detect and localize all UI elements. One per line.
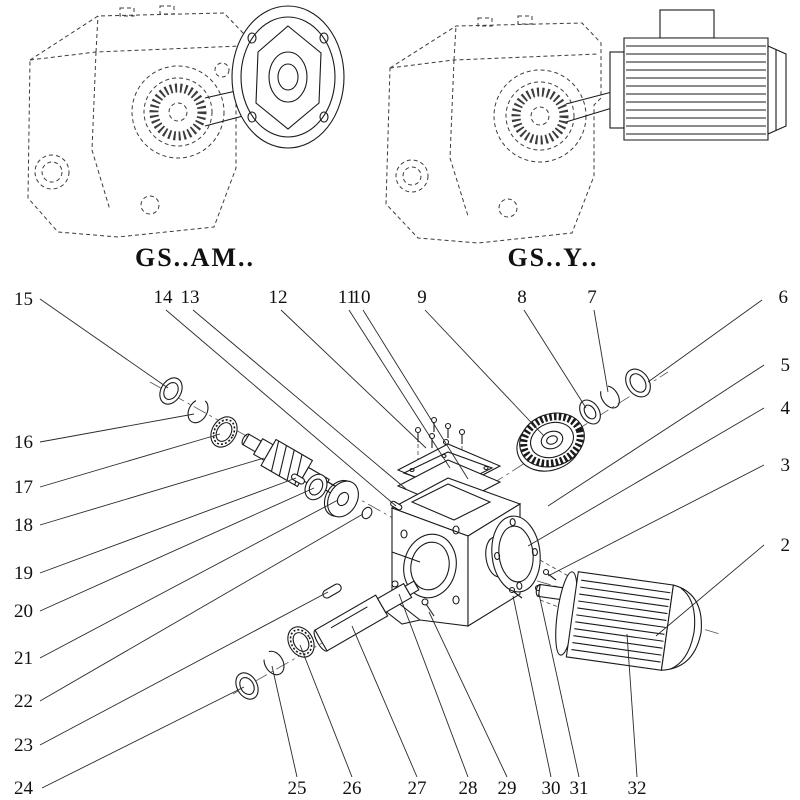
callout-number-2: 2: [781, 535, 791, 556]
leader-line-21: [39, 499, 339, 659]
leader-line-18: [39, 457, 265, 526]
leader-line-30: [512, 595, 552, 778]
output-bearing: [287, 626, 315, 658]
output-flange-ring: [491, 515, 541, 593]
callout-number-18: 18: [14, 515, 33, 536]
callout-number-11: 11: [338, 287, 356, 308]
callout-number-21: 21: [14, 648, 33, 669]
helical-gear: [516, 412, 585, 472]
callout-number-7: 7: [587, 287, 597, 308]
input-key-pin: [290, 473, 306, 485]
callout-number-31: 31: [570, 778, 589, 799]
callout-number-13: 13: [181, 287, 200, 308]
leader-line-22: [39, 513, 364, 702]
callout-number-16: 16: [14, 432, 33, 453]
callout-number-22: 22: [14, 691, 33, 712]
callout-number-28: 28: [459, 778, 478, 799]
leader-line-26: [299, 644, 353, 778]
callout-number-20: 20: [14, 601, 33, 622]
motor-exploded: [535, 571, 702, 671]
leader-line-25: [271, 665, 298, 778]
gsam-output-flange: [204, 5, 345, 149]
callout-number-26: 26: [343, 778, 362, 799]
gear-seal-ring: [625, 368, 651, 398]
leader-line-9: [424, 309, 545, 437]
callout-number-32: 32: [628, 778, 647, 799]
callout-number-12: 12: [269, 287, 288, 308]
leader-line-4: [527, 407, 765, 547]
model-label-gsy: GS..Y..: [507, 243, 598, 272]
leader-line-11: [348, 309, 451, 469]
leader-line-29: [428, 611, 508, 778]
leader-line-10: [362, 309, 469, 480]
callout-number-23: 23: [14, 735, 33, 756]
callout-number-25: 25: [288, 778, 307, 799]
callout-number-6: 6: [779, 287, 789, 308]
callout-number-3: 3: [781, 455, 791, 476]
callout-number-30: 30: [542, 778, 561, 799]
callout-number-19: 19: [14, 563, 33, 584]
leader-line-13: [192, 309, 407, 490]
leader-line-14: [165, 309, 397, 507]
output-oil-seal: [235, 672, 259, 700]
leader-line-15: [39, 298, 169, 389]
motor-fins: [626, 45, 766, 135]
worm-wheel-disc: [323, 479, 359, 518]
leader-line-27: [351, 625, 418, 778]
gearbox-housing: [383, 477, 522, 627]
callout-number-4: 4: [781, 398, 791, 419]
leader-line-6: [647, 299, 763, 383]
leader-line-2: [655, 544, 765, 637]
input-oil-seal: [159, 377, 183, 405]
small-washer: [361, 506, 373, 520]
callout-number-15: 15: [14, 289, 33, 310]
leader-line-32: [626, 633, 638, 778]
leader-line-28: [398, 593, 469, 778]
output-shaft: [313, 580, 420, 652]
leader-line-19: [39, 477, 297, 574]
worm-bearing-small: [304, 473, 328, 501]
input-bearing: [210, 416, 238, 448]
callout-number-5: 5: [781, 355, 791, 376]
gearbox-gsy-phantom-drawing: [385, 15, 602, 244]
leader-line-23: [39, 591, 329, 746]
model-label-gsam: GS..AM..: [135, 243, 255, 272]
leader-line-5: [547, 364, 765, 507]
leader-line-12: [280, 309, 427, 449]
gsy-motor-drawing: [565, 9, 787, 141]
leader-line-8: [523, 309, 587, 409]
motor-fins-exploded: [571, 579, 671, 663]
leader-line-17: [39, 433, 221, 488]
callout-number-14: 14: [154, 287, 174, 308]
callout-number-9: 9: [417, 287, 427, 308]
callout-number-10: 10: [352, 287, 371, 308]
callout-number-17: 17: [14, 477, 33, 498]
leader-line-24: [41, 686, 245, 789]
input-circlip: [187, 398, 209, 424]
leader-line-16: [39, 413, 195, 443]
callout-number-24: 24: [14, 778, 34, 799]
leader-line-3: [547, 464, 765, 577]
callout-number-29: 29: [498, 778, 517, 799]
callout-number-8: 8: [517, 287, 527, 308]
output-circlip: [263, 650, 285, 676]
leader-line-20: [39, 487, 315, 612]
output-key: [322, 583, 342, 599]
gearbox-gsam-phantom-drawing: [27, 5, 244, 238]
callout-number-27: 27: [408, 778, 427, 799]
leader-line-7: [593, 309, 609, 393]
gear-circlip: [600, 385, 620, 409]
leader-line-31: [538, 593, 580, 778]
